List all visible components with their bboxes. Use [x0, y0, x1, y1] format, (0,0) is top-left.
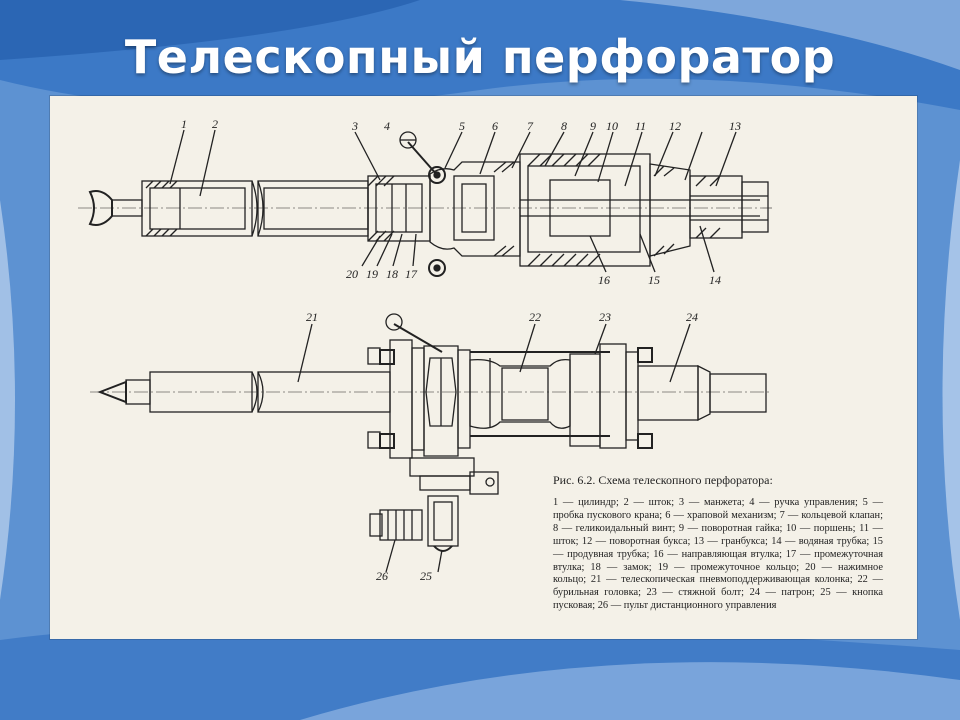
label-18: 18	[386, 267, 398, 281]
label-11: 11	[635, 119, 646, 133]
perforator-drawing: 1 2 3 4 5 6 7 8 9 10 11 12 13 14 15 16 1…	[78, 117, 772, 583]
top-leaders	[169, 129, 737, 273]
label-1: 1	[181, 117, 187, 131]
label-2: 2	[212, 117, 218, 131]
label-12: 12	[669, 119, 681, 133]
label-7: 7	[527, 119, 534, 133]
label-19: 19	[366, 267, 378, 281]
general-view	[90, 313, 770, 552]
label-4: 4	[384, 119, 390, 133]
label-20: 20	[346, 267, 358, 281]
bottom-leaders	[297, 323, 691, 573]
label-8: 8	[561, 119, 567, 133]
part-labels: 1 2 3 4 5 6 7 8 9 10 11 12 13 14 15 16 1…	[181, 117, 741, 583]
caption-legend: 1 — цилиндр; 2 — шток; 3 — манжета; 4 — …	[553, 497, 883, 612]
label-6: 6	[492, 119, 498, 133]
label-9: 9	[590, 119, 596, 133]
label-16: 16	[598, 273, 610, 287]
sectional-view	[78, 131, 772, 277]
label-17: 17	[405, 267, 418, 281]
label-14: 14	[709, 273, 721, 287]
label-3: 3	[351, 119, 358, 133]
label-13: 13	[729, 119, 741, 133]
label-25: 25	[420, 569, 432, 583]
diagram-figure: 1 2 3 4 5 6 7 8 9 10 11 12 13 14 15 16 1…	[50, 96, 917, 639]
figure-caption: Рис. 6.2. Схема телескопного перфоратора…	[553, 473, 883, 613]
label-26: 26	[376, 569, 388, 583]
label-5: 5	[459, 119, 465, 133]
label-23: 23	[599, 310, 611, 324]
label-21: 21	[306, 310, 318, 324]
slide-title: Телескопный перфоратор	[124, 30, 836, 84]
label-24: 24	[686, 310, 698, 324]
caption-title: Рис. 6.2. Схема телескопного перфоратора…	[553, 473, 773, 487]
label-15: 15	[648, 273, 660, 287]
label-10: 10	[606, 119, 618, 133]
label-22: 22	[529, 310, 541, 324]
